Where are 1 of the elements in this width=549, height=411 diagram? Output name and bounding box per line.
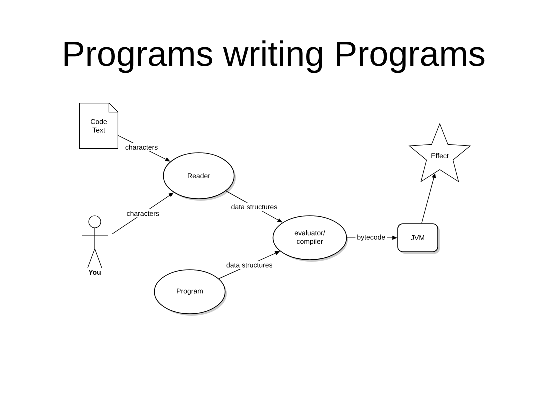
title: Programs writing Programs <box>64 40 485 74</box>
